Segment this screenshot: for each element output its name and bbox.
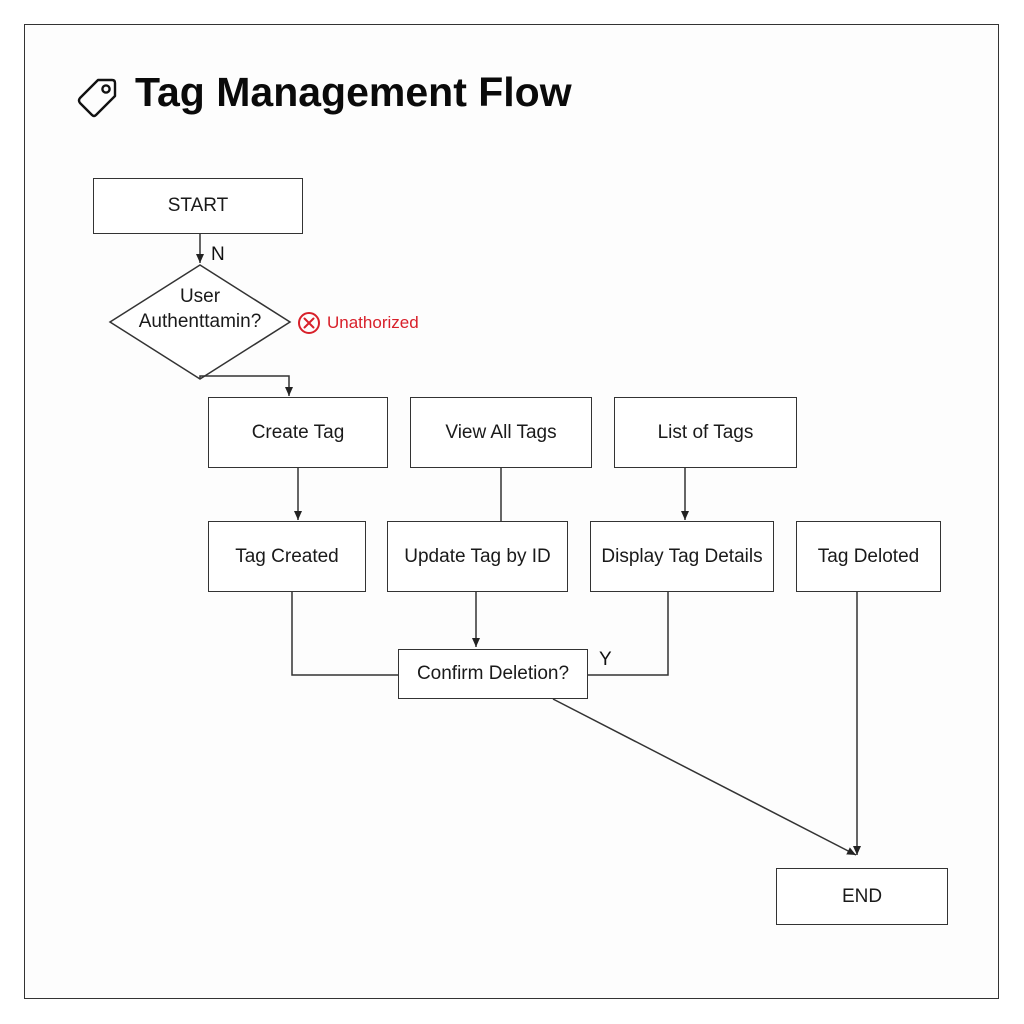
start-node: START bbox=[93, 178, 303, 234]
confirm-deletion-node: Confirm Deletion? bbox=[398, 649, 588, 699]
tag-deleted-node: Tag Deloted bbox=[796, 521, 941, 592]
update-tag-node: Update Tag by ID bbox=[387, 521, 568, 592]
list-of-tags-node: List of Tags bbox=[614, 397, 797, 468]
create-tag-node: Create Tag bbox=[208, 397, 388, 468]
decision-label-line1: User bbox=[179, 286, 221, 307]
end-node: END bbox=[776, 868, 948, 925]
decision-label-line2: Authenttamin? bbox=[138, 311, 262, 332]
display-tag-details-node: Display Tag Details bbox=[590, 521, 774, 592]
unauthorized-label: Unathorized bbox=[297, 311, 419, 335]
unauthorized-text: Unathorized bbox=[327, 313, 419, 332]
tag-created-node: Tag Created bbox=[208, 521, 366, 592]
diagram-frame bbox=[24, 24, 999, 999]
page-title: Tag Management Flow bbox=[135, 69, 572, 115]
circle-x-icon bbox=[298, 312, 320, 334]
decision-label: User Authenttamin? bbox=[110, 284, 290, 334]
edge-label-y: Y bbox=[599, 649, 612, 670]
tag-icon bbox=[77, 78, 117, 118]
edge-label-n: N bbox=[211, 244, 225, 265]
view-all-tags-node: View All Tags bbox=[410, 397, 592, 468]
